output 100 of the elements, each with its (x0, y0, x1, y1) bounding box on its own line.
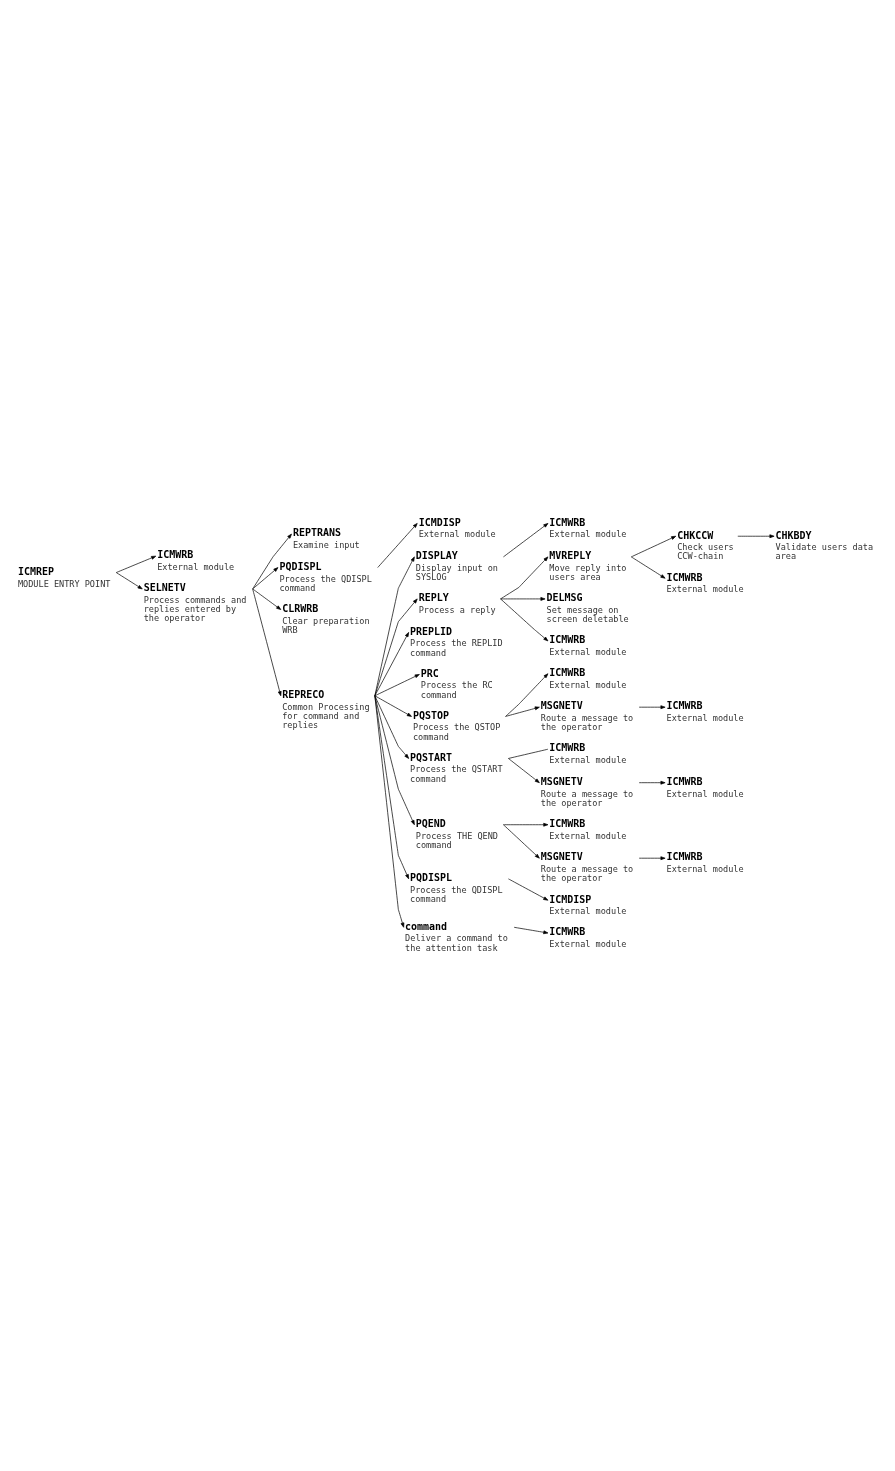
node-text: PQDISPL (410, 872, 453, 884)
node-label: Process the QDISPL command (279, 573, 372, 593)
node-text: REPRECO (282, 689, 325, 701)
node-text: PQEND (415, 818, 446, 829)
arrow (503, 822, 549, 827)
node-label: Process the QSTOP command (412, 722, 501, 742)
arrow (374, 632, 410, 697)
node-text: ICMWRB (666, 700, 703, 712)
arrow (508, 758, 540, 784)
node-label: External module (666, 788, 744, 799)
arrow (630, 535, 677, 558)
node-label: External module (549, 906, 627, 917)
arrow (500, 597, 546, 601)
connector (508, 748, 549, 759)
node-text: MSGNETV (540, 700, 583, 712)
arrow (374, 598, 418, 697)
node-label: Display input on SYSLOG (415, 562, 498, 583)
node-label: Process the QSTART command (410, 764, 503, 784)
arrow (500, 556, 549, 600)
node-text: DISPLAY (415, 550, 458, 562)
node-label: Deliver a command to the attention task (405, 933, 508, 953)
arrow (374, 556, 415, 697)
node-text: ICMWRB (666, 775, 703, 787)
node-text: REPLY (418, 592, 449, 604)
node-text: ICMDISP (418, 516, 461, 528)
node-label: External module (549, 938, 627, 949)
node-text: ICMWRB (549, 818, 586, 829)
node-text: command (405, 920, 448, 932)
node-text: ICMWRB (157, 549, 194, 561)
node-text: ICMDISP (549, 893, 592, 905)
arrow (374, 674, 420, 697)
node-label: Process THE QEND command (415, 830, 498, 850)
node-label: External module (666, 713, 744, 724)
node-text: CHKCCW (677, 529, 714, 541)
node-label: Process commands and replies entered by the operator (143, 594, 247, 624)
node-text: ICMREP (17, 565, 54, 577)
node-text: CLRWRB (282, 602, 319, 614)
arrow (638, 856, 666, 861)
node-label: External module (549, 529, 627, 540)
arrow (503, 523, 549, 558)
node-text: PRC (420, 667, 439, 679)
node-label: External module (666, 584, 744, 595)
arrow (513, 926, 549, 935)
arrow (374, 695, 410, 759)
node-label: Validate users data area (775, 542, 874, 562)
node-label: Process a reply (418, 604, 496, 615)
arrow (374, 695, 415, 826)
node-label: External module (549, 830, 627, 841)
node-label: External module (549, 646, 627, 657)
node-text: PQDISPL (279, 560, 322, 572)
arrow (115, 572, 143, 590)
node-label: Clear preparation WRB (282, 615, 370, 635)
node-text: ICMWRB (549, 742, 586, 754)
node-label: Check users CCW-chain (677, 542, 734, 562)
arrow (638, 705, 666, 710)
arrow (505, 706, 540, 717)
arrow (252, 567, 279, 590)
arrow (252, 588, 282, 610)
node-text: ICMWRB (549, 634, 586, 646)
node-text: PQSTOP (412, 709, 449, 721)
node-label: Process the REPLID command (410, 638, 503, 658)
node-label: Route a message to the operator (540, 864, 634, 884)
arrow (630, 556, 666, 579)
node-label: External module (549, 755, 627, 766)
node-text: ICMWRB (666, 571, 703, 583)
node-label: External module (666, 864, 744, 875)
arrow (374, 695, 405, 928)
node-text: MSGNETV (540, 775, 583, 787)
node-label: External module (549, 679, 627, 690)
node-label: External module (418, 529, 496, 540)
arrow (374, 695, 410, 880)
node-label: Examine input (292, 540, 360, 551)
node-label: Common Processing for command and replies (282, 701, 370, 731)
arrow (252, 588, 282, 697)
arrow (638, 780, 666, 785)
arrow (503, 824, 540, 859)
arrow (115, 555, 157, 573)
node-text: PREPLID (410, 625, 453, 637)
node-label: Process the QDISPL command (410, 884, 503, 905)
node-text: ICMWRB (549, 516, 586, 528)
arrow (377, 523, 418, 568)
node-text: REPTRANS (292, 527, 341, 539)
arrow (505, 673, 549, 717)
node-text: ICMWRB (549, 926, 586, 938)
node-label: Process the RC command (420, 680, 493, 700)
node-label: Set message on screen deletable (546, 604, 629, 625)
node-text: DELMSG (546, 592, 583, 604)
arrow (500, 598, 549, 642)
arrow (737, 534, 775, 539)
node-text: MSGNETV (540, 851, 583, 863)
node-text: CHKBDY (775, 529, 812, 541)
node-label: Route a message to the operator (540, 788, 634, 808)
node-text: SELNETV (143, 582, 186, 594)
node-label: Move reply into users area (549, 562, 627, 583)
node-label: MODULE ENTRY POINT (17, 578, 111, 589)
arrow (252, 533, 292, 590)
node-text: MVREPLY (549, 550, 592, 562)
node-text: ICMWRB (549, 666, 586, 678)
arrow (374, 695, 412, 717)
node-text: ICMWRB (666, 851, 703, 863)
